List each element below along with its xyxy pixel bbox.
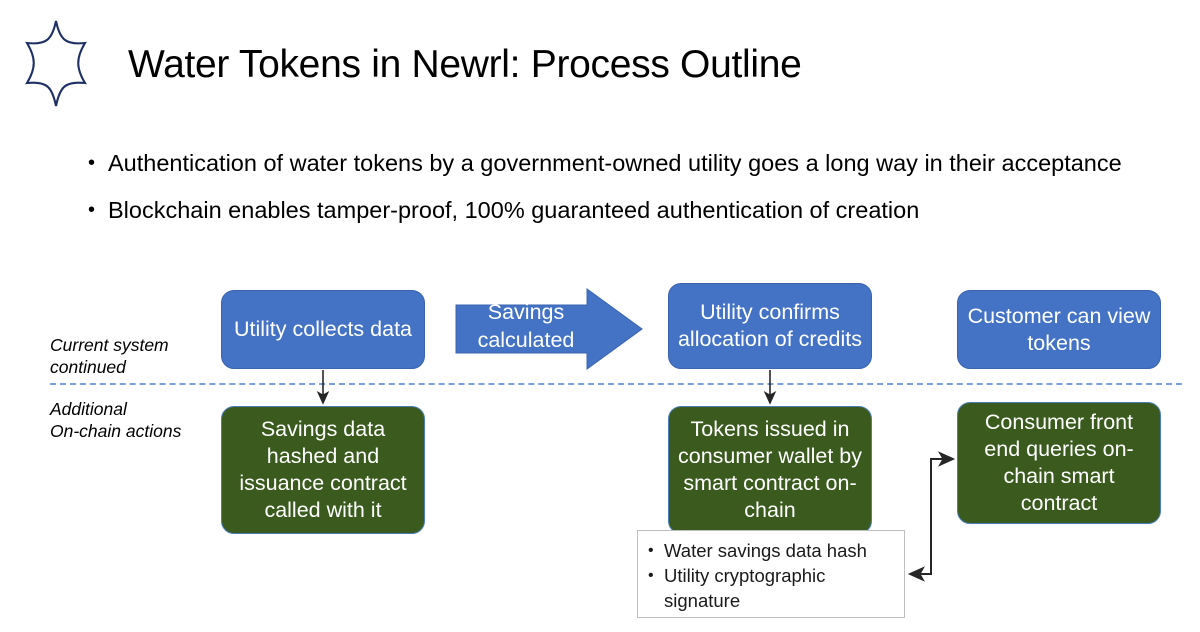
lane-label-current-system: Current system continued xyxy=(50,334,230,378)
bullet-text: Authentication of water tokens by a gove… xyxy=(108,150,1122,176)
connector-frontend-to-callout-path xyxy=(907,459,932,582)
node-consumer-front-end-queries[interactable]: Consumer front end queries on-chain smar… xyxy=(957,402,1161,524)
process-arrow-label: Savings calculated xyxy=(466,298,586,354)
node-utility-confirms-allocation[interactable]: Utility confirms allocation of credits xyxy=(668,283,872,369)
bullet-marker-icon: • xyxy=(648,567,654,584)
node-label: Customer can view tokens xyxy=(967,303,1151,355)
process-arrow-label-line2: calculated xyxy=(477,328,575,352)
bullet-list: • Authentication of water tokens by a go… xyxy=(88,148,1178,242)
bullet-text: Blockchain enables tamper-proof, 100% gu… xyxy=(108,197,920,223)
node-label: Tokens issued in consumer wallet by smar… xyxy=(677,417,863,522)
node-label: Consumer front end queries on-chain smar… xyxy=(984,410,1134,515)
node-tokens-issued-consumer-wallet[interactable]: Tokens issued in consumer wallet by smar… xyxy=(668,406,872,534)
bullet-item: • Authentication of water tokens by a go… xyxy=(88,148,1178,178)
node-label: Savings data hashed and issuance contrac… xyxy=(239,417,407,522)
callout-item-text: Utility cryptographic signature xyxy=(664,565,826,611)
star-burst-logo-icon xyxy=(2,18,110,110)
bullet-marker-icon: • xyxy=(648,542,654,559)
bullet-marker-icon: • xyxy=(88,152,96,174)
callout-box-token-payload: • Water savings data hash • Utility cryp… xyxy=(637,530,905,618)
node-label: Utility confirms allocation of credits xyxy=(677,300,863,351)
lane-label-line1: Additional xyxy=(50,399,127,419)
process-arrow-savings-calculated[interactable] xyxy=(455,288,643,370)
lane-label-line1: Current system xyxy=(50,335,169,355)
callout-item-text: Water savings data hash xyxy=(664,540,867,561)
lane-divider xyxy=(50,383,1182,385)
callout-list-item: • Utility cryptographic signature xyxy=(648,563,896,613)
node-savings-data-hashed[interactable]: Savings data hashed and issuance contrac… xyxy=(221,406,425,534)
node-customer-can-view-tokens[interactable]: Customer can view tokens xyxy=(957,290,1161,369)
page-title: Water Tokens in Newrl: Process Outline xyxy=(128,43,802,86)
connector-callout-to-frontend-path xyxy=(930,451,956,560)
bullet-item: • Blockchain enables tamper-proof, 100% … xyxy=(88,195,1178,225)
node-label: Utility collects data xyxy=(233,317,413,341)
lane-label-line2: On-chain actions xyxy=(50,421,182,441)
lane-label-line2: continued xyxy=(50,357,126,377)
lane-label-additional-on-chain: Additional On-chain actions xyxy=(50,398,240,442)
process-arrow-label-line1: Savings xyxy=(487,300,565,324)
bullet-marker-icon: • xyxy=(88,199,96,221)
node-utility-collects-data[interactable]: Utility collects data xyxy=(221,290,425,369)
callout-list-item: • Water savings data hash xyxy=(648,538,896,563)
